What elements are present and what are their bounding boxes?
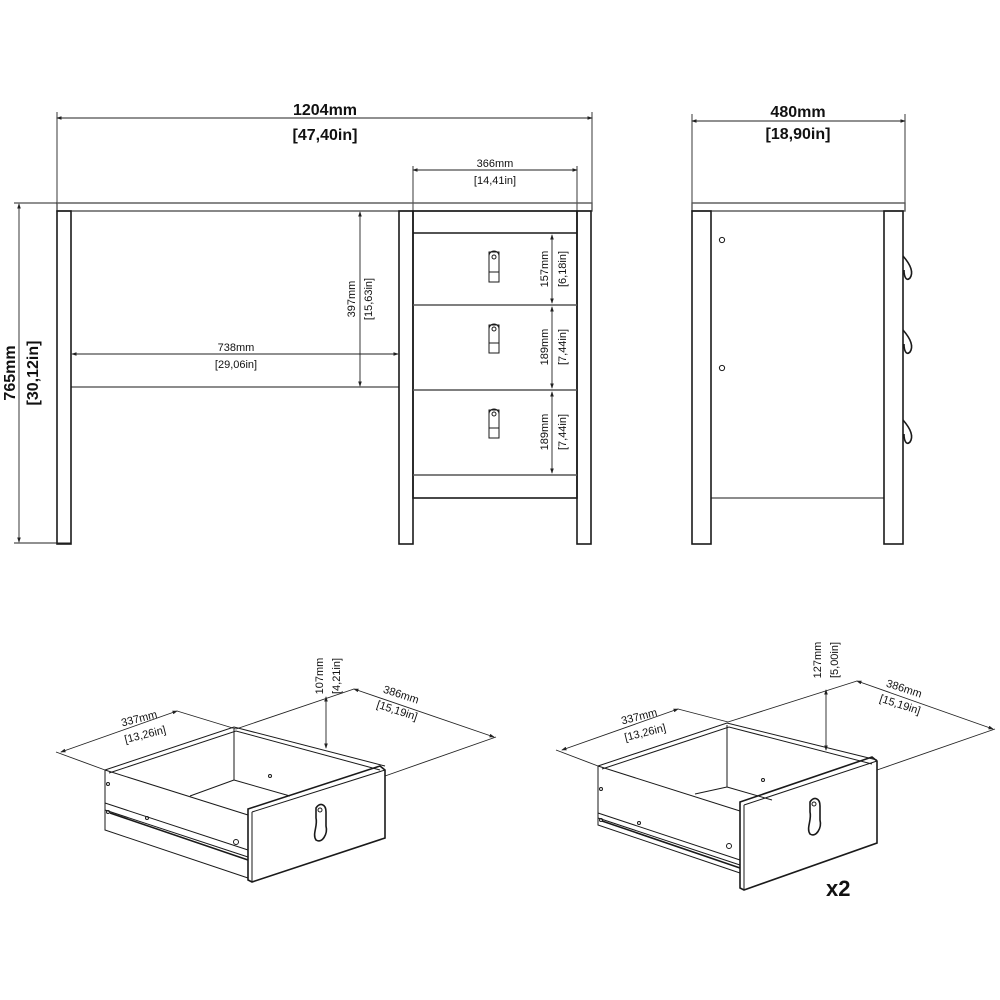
drawer-3-height-mm: 189mm: [539, 414, 551, 451]
overall-height-in: [30,12in]: [25, 341, 42, 406]
drawer-2-height-mm: 189mm: [539, 329, 551, 366]
knee-height-in: [15,63in]: [363, 278, 375, 320]
left-leg: [56, 210, 72, 545]
drawer-handle-icon: [488, 408, 500, 439]
quantity-label: x2: [826, 876, 850, 901]
middle-leg: [398, 210, 414, 545]
drawer-1-height-mm: 157mm: [539, 251, 551, 288]
drawer-unit-width-mm: 366mm: [477, 158, 514, 170]
knee-width-in: [29,06in]: [215, 359, 257, 371]
drawer-1-height-in: [6,18in]: [557, 251, 569, 287]
large-drawer-height-mm: 127mm: [812, 642, 824, 679]
drawer-large-isometric: 337mm [13,26in] 386mm [15,19in] 127mm [5…: [555, 642, 996, 901]
right-leg: [576, 210, 592, 545]
side-back-leg: [883, 210, 904, 545]
knee-height-mm: 397mm: [346, 281, 358, 318]
side-front-leg: [691, 210, 712, 545]
overall-width-mm: 1204mm: [293, 102, 357, 119]
depth-in: [18,90in]: [766, 126, 831, 143]
depth-mm: 480mm: [770, 104, 825, 121]
drawer-handle-icon: [807, 797, 822, 836]
drawer-2-height-in: [7,44in]: [557, 329, 569, 365]
desk-top: [56, 202, 593, 212]
drawer-small-isometric: 337mm [13,26in] 386mm [15,19in] 107mm [4…: [55, 658, 497, 883]
drawer-3-height-in: [7,44in]: [557, 414, 569, 450]
small-drawer-height-in: [4,21in]: [331, 658, 343, 694]
drawer-unit-width-in: [14,41in]: [474, 175, 516, 187]
large-drawer-height-in: [5,00in]: [829, 642, 841, 678]
drawer-handle-icon: [488, 323, 500, 354]
overall-width-in: [47,40in]: [293, 127, 358, 144]
drawer-handle-icon: [313, 803, 328, 842]
front-view: 1204mm [47,40in] 366mm [14,41in]: [2, 102, 593, 545]
overall-height-mm: 765mm: [2, 345, 19, 400]
small-drawer-height-mm: 107mm: [314, 658, 326, 695]
knee-width-mm: 738mm: [218, 342, 255, 354]
drawer-handle-icon: [488, 250, 500, 283]
drawer-unit-frame: [412, 210, 578, 499]
side-view: 480mm [18,90in]: [691, 104, 913, 545]
